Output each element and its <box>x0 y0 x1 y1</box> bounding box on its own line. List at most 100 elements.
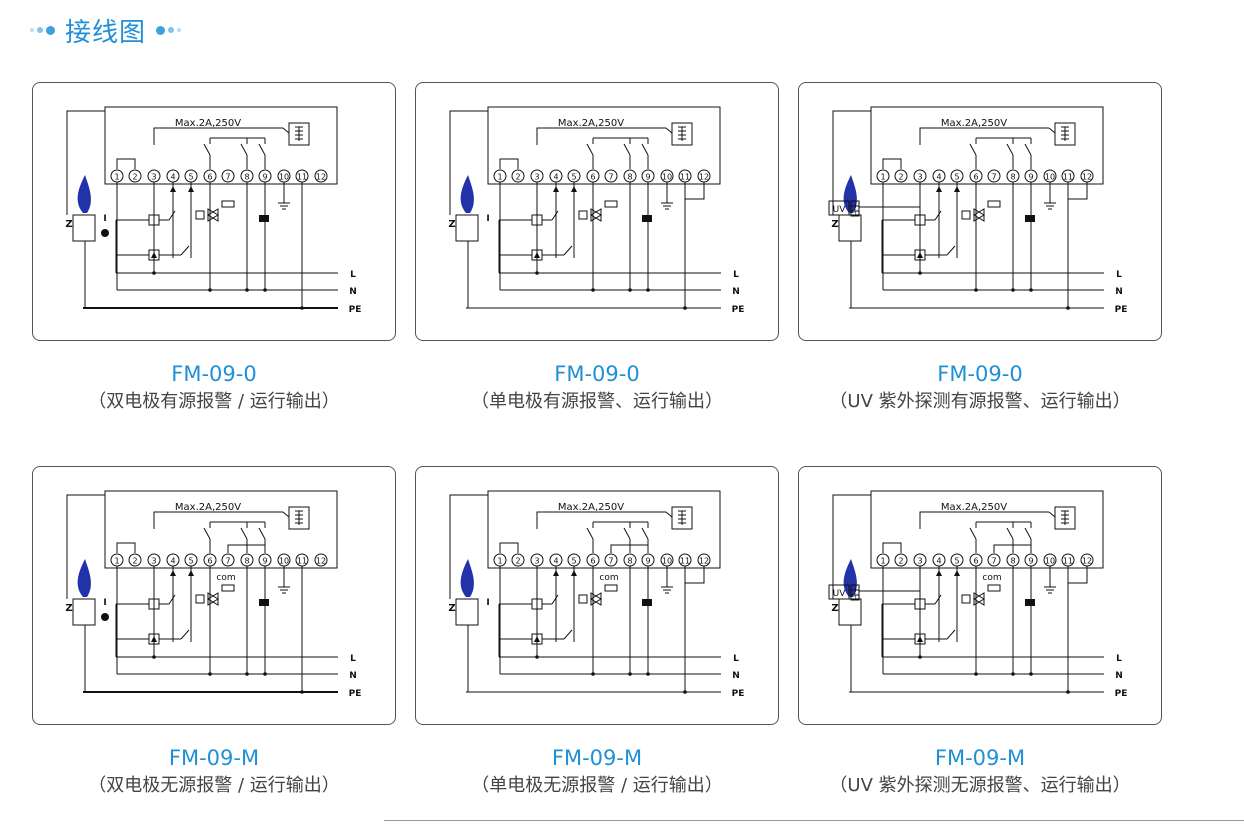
terminal-label: 7 <box>608 173 613 182</box>
l-label: L <box>350 654 356 664</box>
terminal <box>987 169 1001 183</box>
terminal-label: 10 <box>1045 173 1055 182</box>
junction-dot <box>646 288 650 292</box>
terminal <box>128 169 142 183</box>
buzzer-icon <box>259 599 269 606</box>
link-wire <box>993 544 1032 553</box>
arrow-icon <box>571 570 577 576</box>
burner-icon <box>838 598 862 626</box>
flame-icon <box>843 175 857 213</box>
wire <box>1048 127 1056 134</box>
terminal-label: 8 <box>244 173 249 182</box>
wire <box>969 143 977 156</box>
wire <box>934 210 942 221</box>
junction-dot <box>918 655 922 659</box>
electrode-i-label: I <box>103 598 106 608</box>
terminal-label: 8 <box>244 557 249 566</box>
arrow-icon <box>188 570 194 576</box>
model-name: FM-09-M <box>168 746 260 770</box>
uv-pin <box>850 594 860 601</box>
model-name: FM-09-M <box>934 746 1026 770</box>
junction-dot <box>535 655 539 659</box>
terminal <box>604 169 618 183</box>
terminal <box>221 169 235 183</box>
com-label: com <box>216 573 235 583</box>
terminal-label: 11 <box>680 557 690 566</box>
junction-dot <box>1029 672 1033 676</box>
terminal-label: 11 <box>297 557 307 566</box>
wire <box>969 527 977 540</box>
terminal-label: 7 <box>608 557 613 566</box>
electrode-i-label: I <box>486 598 489 608</box>
terminal-label: 9 <box>262 557 267 566</box>
junction-dot <box>245 672 249 676</box>
com-label: com <box>982 573 1001 583</box>
terminal-label: 2 <box>132 557 137 566</box>
burner-icon <box>455 214 479 242</box>
terminal-label: 12 <box>699 557 709 566</box>
terminal-label: 5 <box>188 173 193 182</box>
rating-label: Max.2A,250V <box>175 502 241 513</box>
ionization-electrode-icon <box>101 229 109 237</box>
terminal-label: 12 <box>1082 173 1092 182</box>
terminal-label: 1 <box>497 173 502 182</box>
burner-icon <box>838 214 862 242</box>
model-name: FM-09-M <box>551 746 643 770</box>
terminal-label: 10 <box>279 173 289 182</box>
terminal-label: 7 <box>991 557 996 566</box>
wire <box>832 494 871 599</box>
wire <box>934 594 942 605</box>
junction-dot <box>1066 306 1070 310</box>
wire <box>449 110 488 215</box>
solenoid-icon <box>961 594 971 604</box>
com-label: com <box>599 573 618 583</box>
terminal-label: 12 <box>316 557 326 566</box>
arrow-icon <box>170 570 176 576</box>
wire <box>1024 527 1032 540</box>
n-label: N <box>349 671 357 681</box>
pe-label: PE <box>1115 305 1128 315</box>
arrow-icon <box>170 186 176 192</box>
junction-dot <box>683 690 687 694</box>
terminal-label: 3 <box>534 173 539 182</box>
terminal-label: 5 <box>188 557 193 566</box>
wire <box>946 629 956 640</box>
n-label: N <box>1115 671 1123 681</box>
link-wire <box>882 158 902 169</box>
junction-dot <box>245 288 249 292</box>
transformer-icon <box>288 506 310 530</box>
terminal-label: 1 <box>880 557 885 566</box>
rating-label: Max.2A,250V <box>558 118 624 129</box>
l-label: L <box>350 270 356 280</box>
solenoid-icon <box>195 210 205 220</box>
link-wire <box>499 158 519 169</box>
rating-label: Max.2A,250V <box>175 118 241 129</box>
junction-dot <box>974 672 978 676</box>
terminal-label: 4 <box>170 173 175 182</box>
flame-icon <box>843 559 857 597</box>
junction-dot <box>1011 672 1015 676</box>
transformer-icon <box>1054 506 1076 530</box>
flame-icon <box>460 559 474 597</box>
burner-icon <box>455 598 479 626</box>
wire <box>1068 182 1088 200</box>
bottom-divider <box>384 820 1244 821</box>
junction-dot <box>918 271 922 275</box>
model-description: （UV 紫外探测无源报警、运行输出） <box>829 775 1131 796</box>
pe-label: PE <box>1115 689 1128 699</box>
junction-dot <box>300 306 304 310</box>
terminal-label: 6 <box>973 557 978 566</box>
diagram-caption: FM-09-0 （单电极有源报警、运行输出） <box>415 361 779 415</box>
output-lamp-icon <box>604 200 618 208</box>
wire <box>240 527 248 540</box>
electrode-z-label: Z <box>448 219 455 230</box>
wire <box>180 629 190 640</box>
